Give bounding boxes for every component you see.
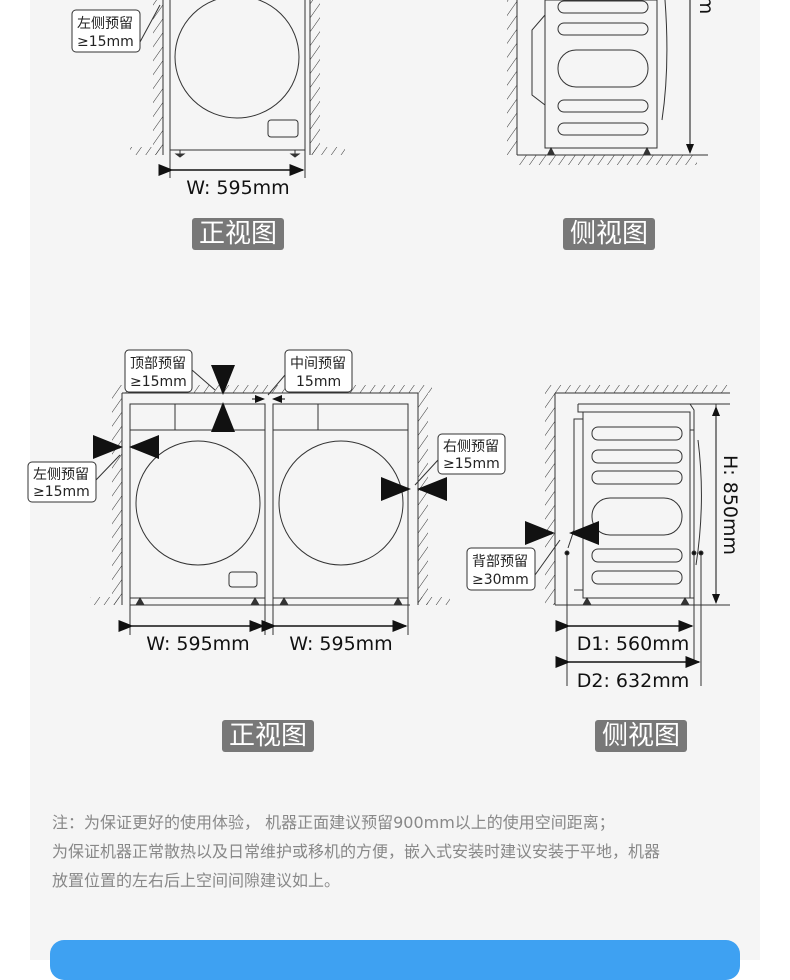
callout-back-clearance — [466, 547, 536, 591]
callout-left-clearance — [27, 461, 97, 503]
callout-text: ≥15mm — [130, 374, 187, 390]
bottom-side-view — [525, 385, 730, 686]
top-front-view — [130, 0, 345, 178]
callout-text: 中间预留 — [290, 356, 346, 372]
callout-text: 右侧预留 — [443, 439, 499, 455]
side-view-label: 侧视图 — [595, 720, 687, 752]
callout-right-clearance — [437, 433, 506, 475]
callout-text: ≥30mm — [472, 572, 529, 588]
width-dimension-right: W: 595mm — [289, 633, 392, 655]
width-dimension-left: W: 595mm — [146, 633, 249, 655]
depth2-dimension: D2: 632mm — [577, 670, 689, 692]
front-view-label: 正视图 — [222, 720, 314, 752]
callout-top-clearance — [124, 349, 193, 393]
note-line: 放置位置的左右后上空间间隙建议如上。 — [52, 871, 341, 890]
callout-text: 左侧预留 — [33, 467, 89, 483]
callout-text: ≥15mm — [443, 456, 500, 472]
side-view-label: 侧视图 — [563, 218, 655, 250]
bottom-front-view — [90, 365, 450, 635]
note-line: 为保证机器正常散热以及日常维护或移机的方便，嵌入式安装时建议安装于平地，机器 — [52, 842, 661, 861]
callout-text: 15mm — [296, 374, 341, 390]
installation-diagram: 左侧预留 ≥15mm 顶部预留 ≥15mm 中间预留 15mm 右侧预留 ≥15… — [27, 0, 741, 692]
callout-left-top — [71, 9, 141, 53]
depth1-dimension: D1: 560mm — [577, 633, 689, 655]
installation-note: 注：为保证更好的使用体验， 机器正面建议预留900mm以上的使用空间距离； 为保… — [52, 808, 752, 895]
front-view-label: 正视图 — [192, 218, 284, 250]
callout-text: 背部预留 — [472, 554, 528, 570]
callout-text: 左侧预留 — [77, 16, 133, 32]
width-dimension: W: 595mm — [186, 177, 289, 199]
callout-middle-clearance — [284, 349, 353, 393]
height-dimension-partial: m — [695, 0, 717, 14]
bottom-banner — [50, 940, 740, 980]
note-line: 注：为保证更好的使用体验， 机器正面建议预留900mm以上的使用空间距离； — [52, 813, 615, 832]
height-dimension: H: 850mm — [719, 455, 741, 555]
callout-text: ≥15mm — [77, 34, 134, 50]
callout-text: ≥15mm — [33, 484, 90, 500]
top-side-view — [507, 0, 708, 165]
callout-text: 顶部预留 — [130, 356, 186, 372]
